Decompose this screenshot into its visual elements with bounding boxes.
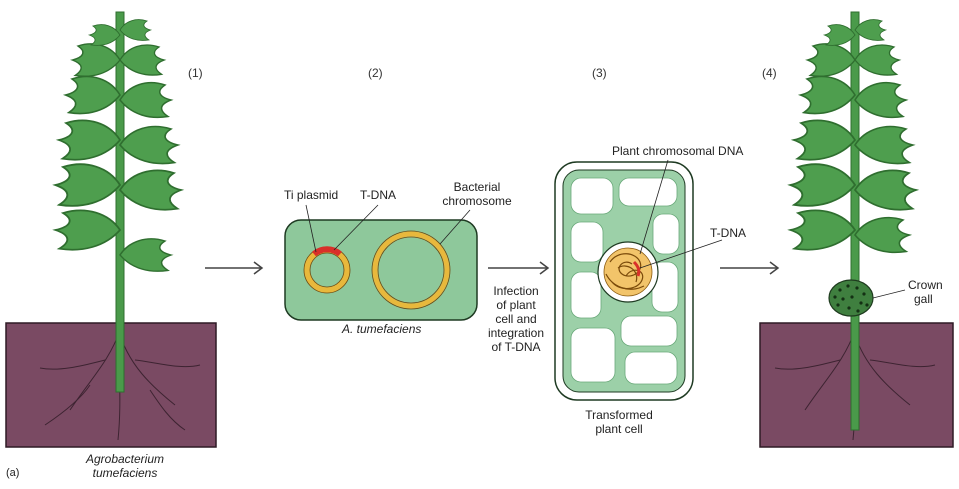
organism-label-line1: Agrobacterium [70, 452, 180, 466]
bacterium-cell [285, 205, 477, 320]
step-3-label: (3) [592, 66, 607, 80]
bacterial-chromosome-label-line1: Bacterial [432, 180, 522, 194]
step-1-label: (1) [188, 66, 203, 80]
leader-crown-gall [873, 290, 905, 298]
bacterium-species-label: A. tumefaciens [342, 322, 421, 336]
step-4-label: (4) [762, 66, 777, 80]
process-line-1: Infection [476, 284, 556, 298]
transformed-cell-caption-line1: Transformed [574, 408, 664, 422]
crown-gall-label-line1: Crown [908, 278, 943, 292]
bacterial-chromosome-label-line2: chromosome [432, 194, 522, 208]
right-plant [760, 12, 953, 447]
transformed-cell-caption-line2: plant cell [574, 422, 664, 436]
plant-cell [555, 160, 722, 400]
left-plant [6, 12, 216, 447]
process-line-4: integration [476, 326, 556, 340]
plant-chromosomal-dna-label: Plant chromosomal DNA [612, 144, 743, 158]
organism-label-line2: tumefaciens [70, 466, 180, 480]
arrow-2 [488, 262, 548, 274]
left-stem [116, 12, 124, 392]
t-dna-label: T-DNA [360, 188, 396, 202]
right-stem [851, 12, 859, 430]
arrow-3 [720, 262, 778, 274]
process-line-2: of plant [476, 298, 556, 312]
step-2-label: (2) [368, 66, 383, 80]
arrow-1 [205, 262, 262, 274]
panel-label: (a) [6, 466, 19, 480]
cell-t-dna-label: T-DNA [710, 226, 746, 240]
process-line-3: cell and [476, 312, 556, 326]
ti-plasmid-label: Ti plasmid [284, 188, 338, 202]
left-pot-soil [6, 323, 216, 447]
crown-gall-label-line2: gall [914, 292, 933, 306]
process-line-5: of T-DNA [476, 340, 556, 354]
